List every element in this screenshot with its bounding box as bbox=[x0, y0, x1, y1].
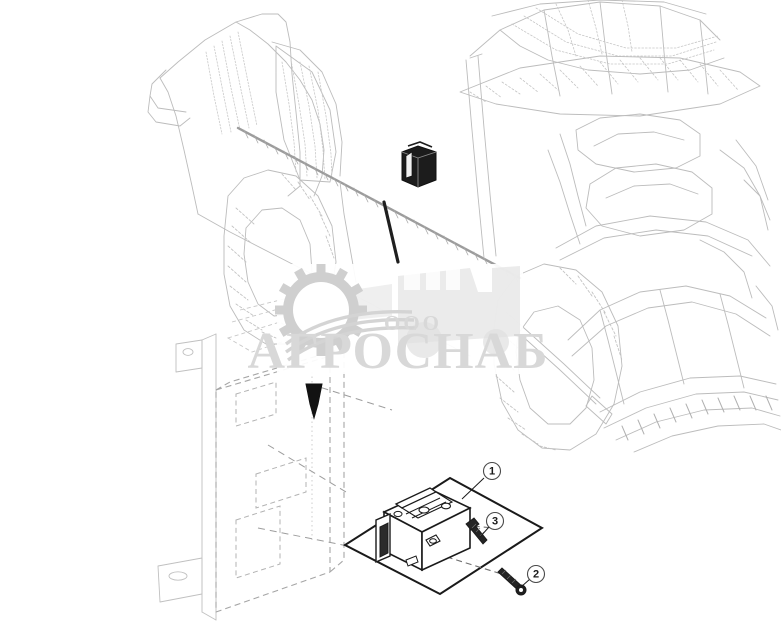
loader-arm-rib-b bbox=[659, 289, 685, 385]
callout-2[interactable]: 2 bbox=[520, 564, 546, 588]
projection-top bbox=[309, 383, 393, 411]
swoosh-icon bbox=[284, 310, 417, 362]
rops-top-rail bbox=[491, 0, 707, 17]
front-tire-tread bbox=[227, 173, 335, 339]
panel-cutouts bbox=[235, 381, 307, 579]
loader-arm-rib-c bbox=[719, 293, 745, 389]
top-bracket-hole bbox=[182, 348, 194, 356]
callout-3-circle bbox=[485, 511, 505, 531]
projection-lines bbox=[257, 383, 393, 547]
center-grille-panel bbox=[275, 45, 337, 183]
rear-top-detail bbox=[743, 179, 771, 221]
rops-mesh bbox=[511, 0, 719, 65]
dark-diagonal-bar bbox=[382, 200, 400, 264]
rops-post-a bbox=[543, 9, 561, 97]
short-screw-hardware bbox=[465, 517, 488, 545]
seat-back-seam bbox=[605, 183, 699, 199]
canopy-hatch bbox=[469, 57, 739, 103]
callout-1-label: 1 bbox=[489, 466, 495, 478]
bottom-bracket-slot bbox=[168, 571, 188, 581]
controller-module bbox=[375, 487, 472, 572]
hood-outline bbox=[159, 13, 301, 197]
loader-arm-lower bbox=[571, 301, 771, 357]
install-direction-arrow bbox=[305, 383, 323, 420]
rear-fender-inner bbox=[559, 229, 753, 261]
operator-seat-cushion bbox=[575, 113, 701, 173]
callout-2-leader bbox=[520, 578, 531, 588]
rops-lower-rail bbox=[499, 29, 725, 75]
gear-icon bbox=[275, 264, 367, 356]
panel-front-face bbox=[215, 355, 331, 613]
callout-2-label: 2 bbox=[533, 569, 539, 581]
cutout-lower bbox=[235, 505, 281, 579]
rear-right-panel bbox=[719, 149, 769, 231]
bucket-hatch bbox=[621, 395, 773, 441]
rear-fender-top bbox=[555, 215, 771, 267]
cutout-middle bbox=[255, 457, 307, 509]
bottom-bracket bbox=[157, 557, 203, 603]
bucket-top-edge-2 bbox=[603, 391, 779, 429]
rops-post-b bbox=[599, 1, 613, 95]
rear-tire-rim bbox=[515, 305, 595, 425]
seat-left-support bbox=[559, 133, 587, 227]
operator-seat-back bbox=[585, 163, 713, 237]
loader-arm-upper bbox=[567, 285, 767, 341]
installed-controller-module bbox=[401, 141, 437, 188]
hood-front-edge bbox=[159, 77, 199, 215]
callout-1-leader bbox=[461, 477, 485, 500]
grille-left bbox=[205, 31, 258, 135]
callout-1[interactable]: 1 bbox=[461, 461, 502, 500]
rear-lower-detail bbox=[755, 285, 779, 331]
callout-3[interactable]: 3 bbox=[479, 511, 505, 538]
cylinder-end-cap bbox=[585, 395, 613, 425]
post-cap bbox=[469, 53, 483, 59]
cab-front-post-inner bbox=[477, 55, 497, 257]
projection-lower bbox=[257, 527, 349, 547]
grille-center-slats bbox=[281, 59, 333, 181]
mount-hole-top bbox=[418, 506, 430, 514]
rear-tire-outer bbox=[493, 263, 623, 451]
callout-2-circle bbox=[526, 564, 546, 584]
projection-upper bbox=[267, 444, 347, 493]
connector-port bbox=[379, 522, 389, 558]
mount-tab-a bbox=[393, 510, 403, 518]
seat-seam bbox=[593, 131, 685, 147]
cutout-upper bbox=[235, 381, 277, 427]
loader-arm-rib-a bbox=[599, 309, 625, 405]
watermark-company-suffix: ООО bbox=[384, 311, 442, 335]
hydraulic-cylinder-rod-2 bbox=[523, 327, 601, 399]
hydraulic-cylinder-rod bbox=[519, 333, 597, 405]
mount-tab-c bbox=[405, 555, 419, 567]
rear-right-panel-2 bbox=[735, 139, 769, 201]
upright-top bbox=[201, 333, 217, 341]
rops-post-c bbox=[659, 5, 669, 93]
rear-corner-detail bbox=[699, 239, 753, 299]
grille-surround bbox=[271, 41, 343, 177]
callout-1-circle bbox=[482, 461, 502, 481]
front-step-lower bbox=[147, 95, 191, 127]
canopy-plate bbox=[459, 55, 761, 117]
bucket-face bbox=[615, 407, 781, 441]
mount-hole-top-2 bbox=[440, 502, 452, 510]
callout-3-leader bbox=[479, 526, 490, 538]
watermark-company-name: АГРОСНАБ bbox=[247, 323, 548, 380]
short-screw-head bbox=[465, 517, 480, 531]
upright-bottom bbox=[201, 611, 217, 621]
seat-frame-rail bbox=[547, 149, 581, 245]
rops-post-d bbox=[699, 19, 709, 95]
bucket-top-edge bbox=[599, 375, 777, 413]
panel-side-face bbox=[329, 347, 345, 573]
callout-3-label: 3 bbox=[492, 516, 498, 528]
top-bracket bbox=[175, 339, 203, 373]
bucket-lower bbox=[633, 423, 781, 453]
long-bolt-hardware bbox=[497, 567, 527, 596]
